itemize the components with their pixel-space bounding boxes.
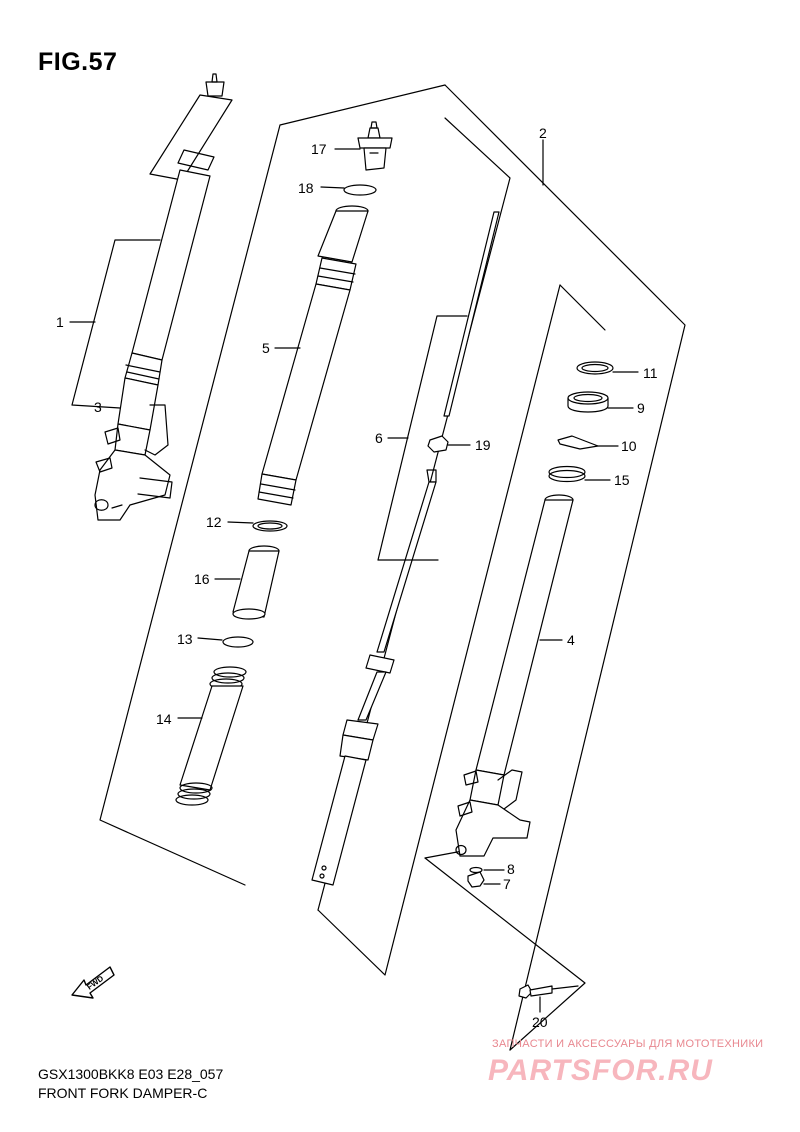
callout-10: 10 <box>621 438 637 454</box>
callout-2: 2 <box>539 125 547 141</box>
leader-18 <box>320 186 345 189</box>
callout-12: 12 <box>206 514 222 530</box>
caption-name: FRONT FORK DAMPER-C <box>38 1085 208 1101</box>
frame-inner-right-2 <box>317 284 561 976</box>
part-ring-11-inner <box>581 363 609 373</box>
callout-3: 3 <box>94 399 102 415</box>
fwd-arrow-icon: FWD <box>71 966 115 999</box>
figure-title: FIG.57 <box>38 48 118 76</box>
callout-13: 13 <box>177 631 193 647</box>
part-oil-seal <box>567 391 609 413</box>
frame-outer <box>444 84 686 1051</box>
frame-inner-right <box>559 284 606 331</box>
part-o-ring-18 <box>343 184 377 196</box>
part-dust-seal <box>548 465 586 483</box>
callout-19: 19 <box>475 437 491 453</box>
part-bolt-20 <box>518 984 553 999</box>
part-damper-rod <box>311 211 500 886</box>
callout-6: 6 <box>375 430 383 446</box>
leader-13 <box>197 637 223 641</box>
part-nut <box>427 435 449 453</box>
part-bolt-7 <box>467 871 485 888</box>
watermark-logo: PARTSFOR.RU <box>488 1054 713 1087</box>
callout-9: 9 <box>637 400 645 416</box>
callout-14: 14 <box>156 711 172 727</box>
watermark-tagline: ЗАПЧАСТИ И АКСЕССУАРЫ ДЛЯ МОТОТЕХНИКИ <box>492 1038 764 1050</box>
part-ring-12-inner <box>257 522 283 530</box>
callout-7: 7 <box>503 876 511 892</box>
frame-bottom <box>424 857 586 1051</box>
leader-12 <box>227 521 254 524</box>
callout-5: 5 <box>262 340 270 356</box>
part-outer-tube <box>257 205 369 506</box>
callout-18: 18 <box>298 180 314 196</box>
part-ring-13 <box>222 636 254 648</box>
part-adjuster-cap <box>357 121 393 171</box>
callout-17: 17 <box>311 141 327 157</box>
part-ring-12 <box>252 520 288 532</box>
part-stopper-ring <box>557 435 599 450</box>
frame-outer-left <box>99 84 446 886</box>
part-spacer <box>232 545 280 620</box>
part-inner-tube <box>455 494 574 857</box>
callout-11: 11 <box>643 365 658 381</box>
callout-4: 4 <box>567 632 575 648</box>
part-front-fork-assembly <box>94 73 233 521</box>
part-washer <box>469 866 483 874</box>
caption-model: GSX1300BKK8 E03 E28_057 <box>38 1066 224 1082</box>
callout-16: 16 <box>194 571 210 587</box>
callout-20: 20 <box>532 1014 548 1030</box>
callout-1: 1 <box>56 314 64 330</box>
leader-20b <box>551 985 579 990</box>
callout-15: 15 <box>614 472 630 488</box>
callout-8: 8 <box>507 861 515 877</box>
part-spring <box>175 666 247 806</box>
part-ring-11 <box>576 361 614 375</box>
